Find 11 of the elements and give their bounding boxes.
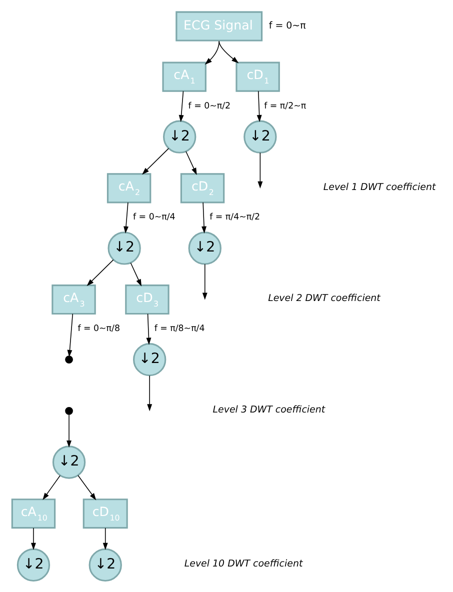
edge-label: f = 0~π/4 (132, 212, 175, 223)
edge-label: f = π/4~π/2 (209, 212, 260, 223)
edge-label: f = 0~π/8 (77, 324, 120, 334)
label: Level 1 DWT coefficient (322, 182, 436, 193)
edge-label: f = 0~π/2 (188, 101, 230, 112)
label: Level 2 DWT coefficient (268, 293, 380, 304)
label: Level 3 DWT coefficient (212, 404, 325, 416)
edge-label: f = π/2~π (264, 101, 306, 112)
edge-label: f = π/8~π/4 (154, 324, 204, 334)
node-label: f = 0~π (268, 20, 306, 32)
label: Level 10 DWT coefficient (184, 558, 302, 570)
